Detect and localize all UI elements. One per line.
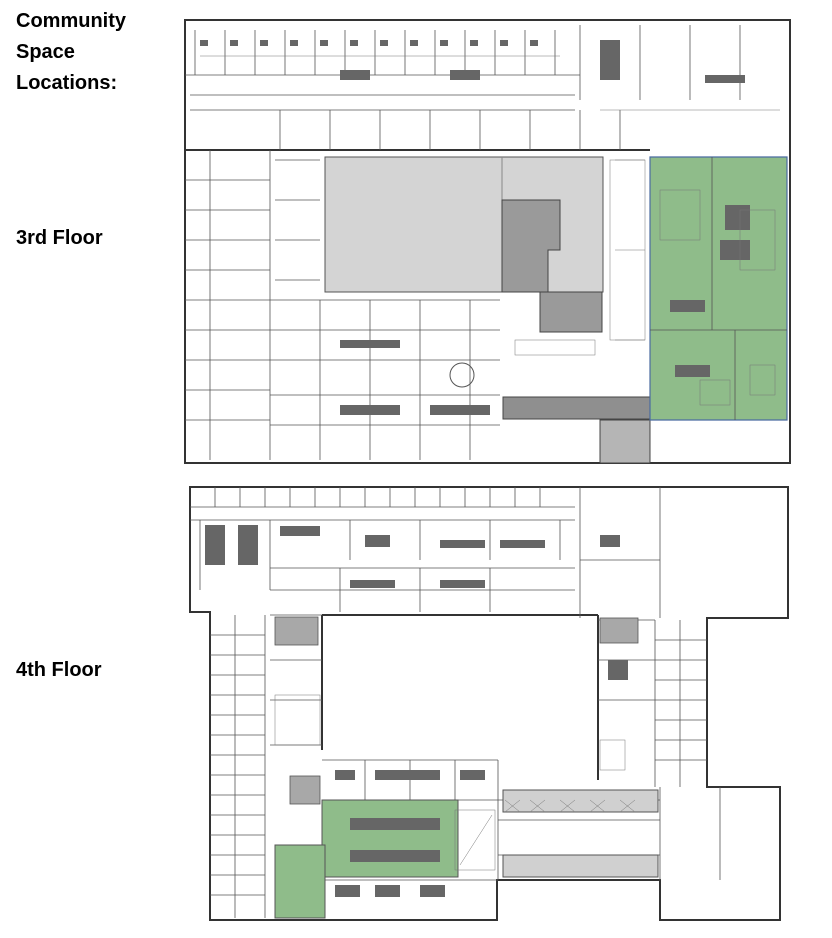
community-space-3rd-floor [649, 156, 788, 421]
floor-3-plan [184, 19, 791, 464]
community-space-4th-floor-main [321, 799, 459, 878]
courtyard [324, 156, 604, 293]
floor-4-label: 4th Floor [16, 659, 102, 681]
page-heading: Community Space Locations: [16, 10, 126, 94]
floor-3-label: 3rd Floor [16, 227, 103, 249]
floor-4-plan [189, 486, 789, 921]
stair-core [501, 199, 561, 293]
community-space-4th-floor-pantry [274, 844, 326, 919]
